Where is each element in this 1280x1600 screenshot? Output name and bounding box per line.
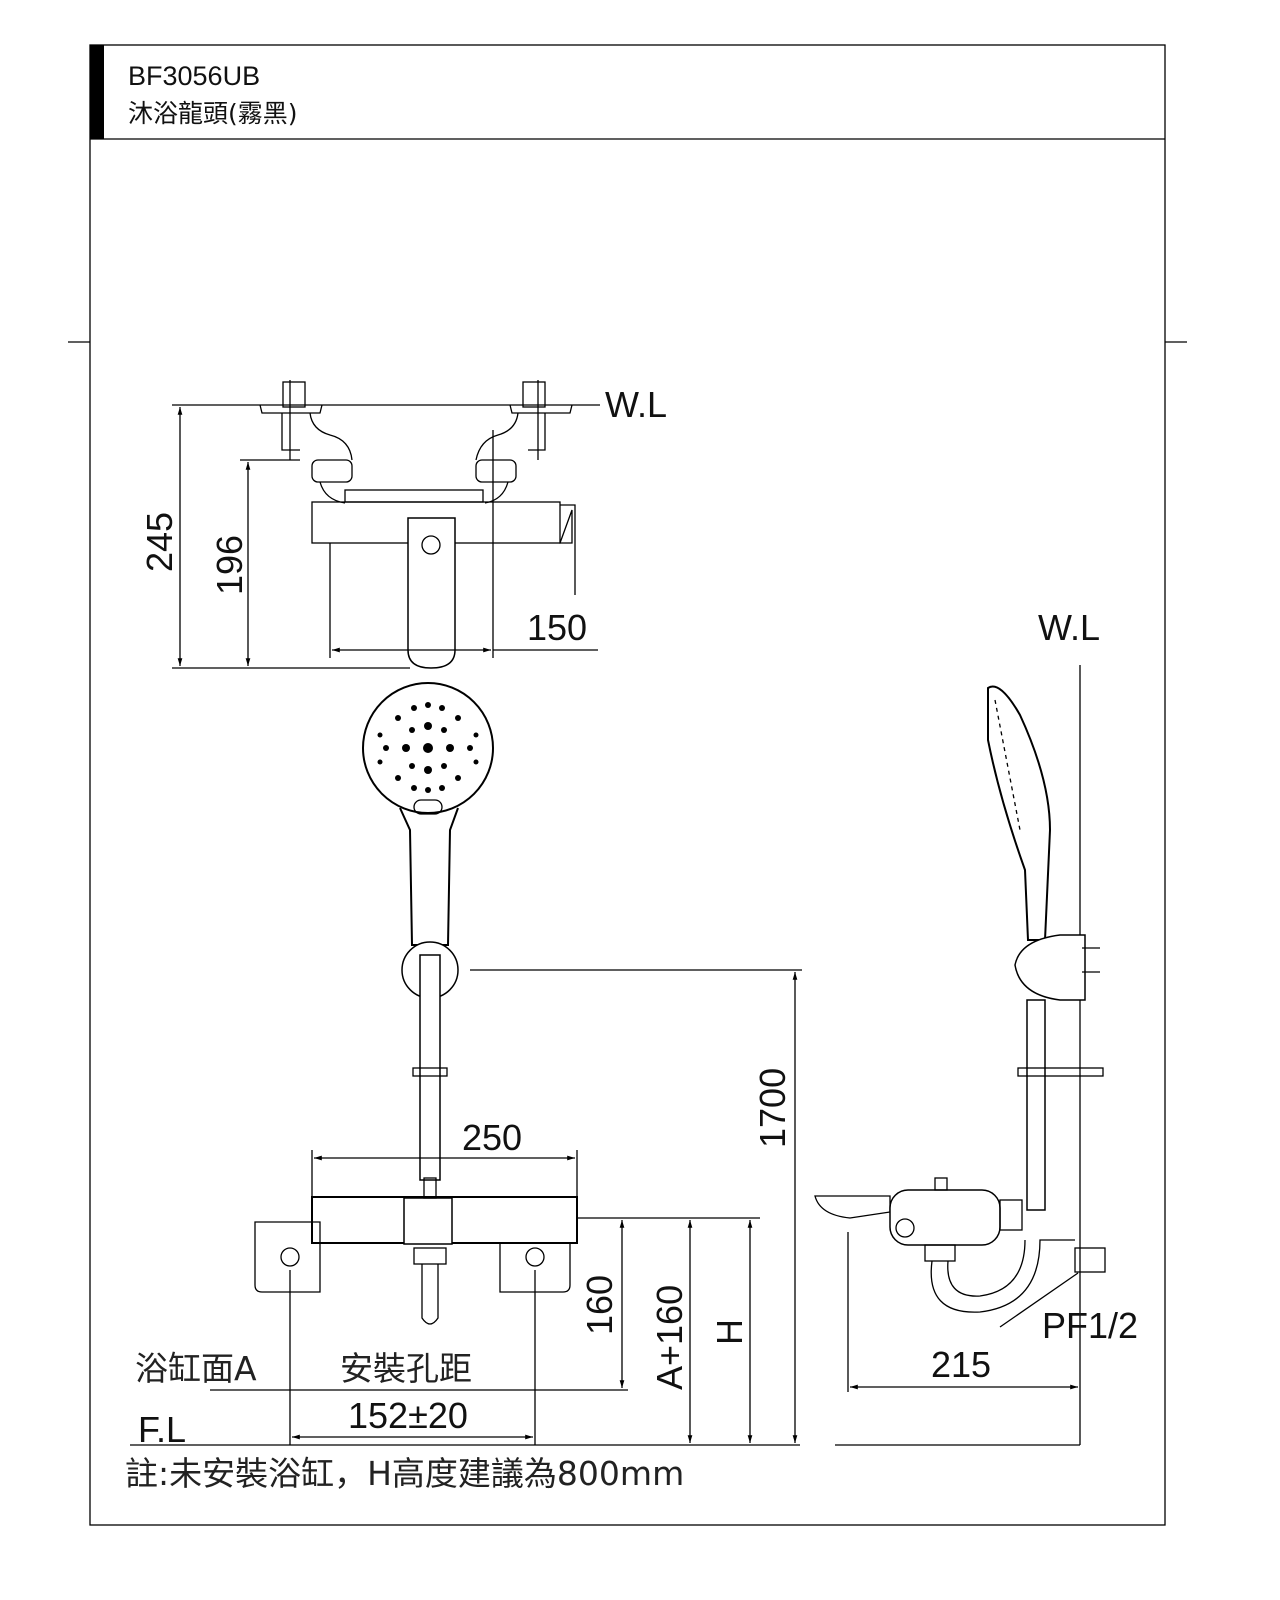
dimension-1700 — [470, 969, 802, 1443]
header-accent-bar — [90, 45, 104, 139]
side-view-faucet — [814, 665, 1106, 1446]
hole-spacing-label: 安裝孔距 — [340, 1349, 472, 1388]
dim-250-label: 250 — [462, 1117, 522, 1158]
wall-line-label-side: W.L — [1038, 607, 1100, 648]
bathtub-surface-label: 浴缸面A — [135, 1349, 257, 1388]
dimension-250 — [311, 1150, 578, 1197]
thread-size-label: PF1/2 — [1042, 1305, 1138, 1346]
hand-shower — [362, 682, 494, 1181]
dimension-215 — [847, 1232, 1078, 1392]
dim-a-plus-160-label: A+160 — [649, 1285, 690, 1390]
dim-215-label: 215 — [931, 1344, 991, 1385]
dimension-150 — [329, 430, 598, 658]
product-name: 沐浴龍頭(霧黑) — [128, 99, 298, 128]
drawing-frame — [89, 44, 1166, 1526]
dim-150-label: 150 — [527, 607, 587, 648]
dim-hole-spacing-label: 152±20 — [348, 1395, 468, 1436]
dim-245-label: 245 — [139, 512, 180, 572]
wall-line-label-top: W.L — [605, 384, 667, 425]
dim-1700-label: 1700 — [752, 1068, 793, 1148]
dim-h-label: H — [709, 1319, 750, 1345]
dim-196-label: 196 — [209, 535, 250, 595]
dimension-245 — [172, 404, 410, 669]
dim-160-label: 160 — [579, 1275, 620, 1335]
dimension-196 — [240, 459, 300, 666]
front-mixer-body — [254, 1177, 578, 1325]
dimension-heights — [130, 1217, 800, 1446]
floor-line-label: F.L — [138, 1409, 186, 1450]
installation-note: 註:未安裝浴缸，H高度建議為800mm — [125, 1454, 684, 1493]
model-number: BF3056UB — [128, 61, 260, 91]
top-view-faucet — [245, 380, 600, 669]
